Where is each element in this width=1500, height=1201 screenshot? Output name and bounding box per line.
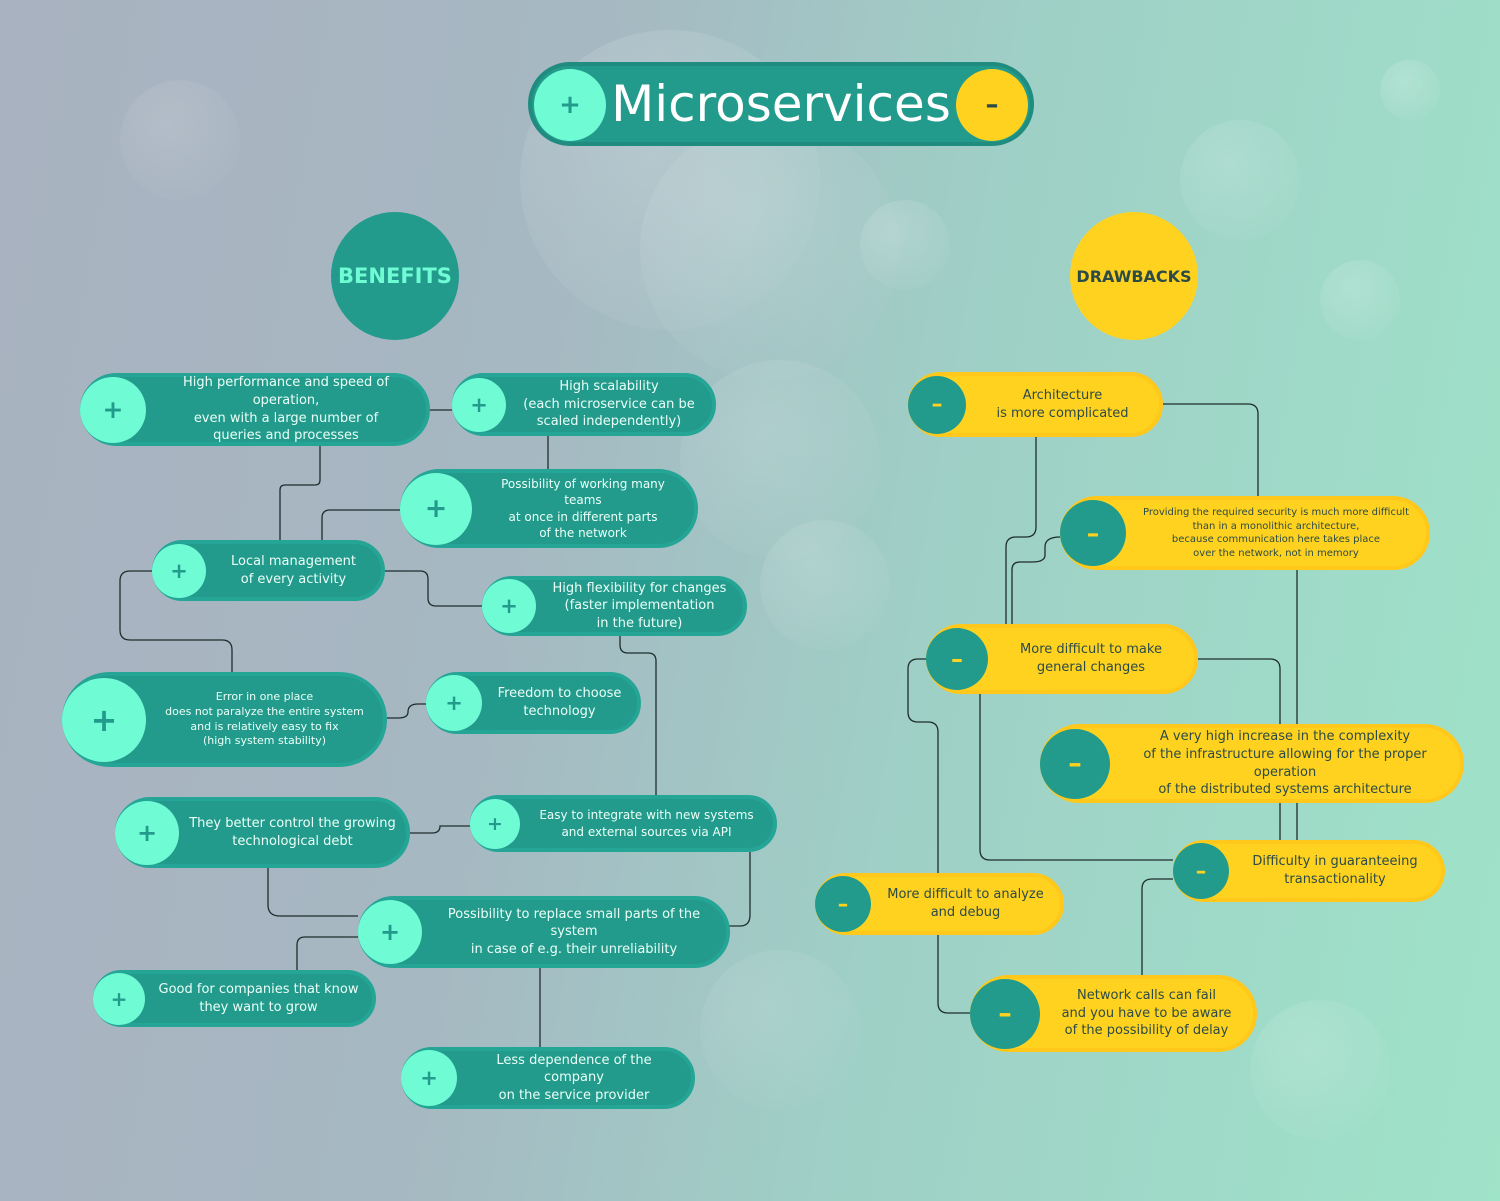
benefit-text: High scalability (each microservice can …	[523, 379, 695, 430]
benefit-text: Local management of every activity	[231, 553, 356, 587]
connector	[410, 825, 470, 834]
benefit-node: + High scalability (each microservice can…	[452, 373, 716, 436]
plus-icon: +	[534, 69, 606, 141]
connector	[1198, 658, 1281, 724]
plus-icon: +	[482, 579, 536, 633]
drawbacks-header-label: DRAWBACKS	[1076, 266, 1192, 286]
benefit-text: Possibility to replace small parts of th…	[447, 906, 701, 957]
drawback-text: Difficulty in guaranteeing transactional…	[1252, 854, 1418, 887]
minus-icon: –	[1040, 728, 1110, 799]
minus-icon: –	[1173, 843, 1229, 899]
connector	[1141, 878, 1173, 975]
drawback-node: –Providing the required security is much…	[1060, 496, 1430, 570]
drawback-node: –Architecture is more complicated	[908, 372, 1163, 437]
benefit-text: Less dependence of the company on the se…	[496, 1052, 652, 1103]
plus-icon: +	[80, 376, 146, 443]
plus-icon: +	[62, 677, 146, 762]
benefit-node: + Good for companies that know they want …	[93, 970, 376, 1027]
benefit-node: + High performance and speed of operation…	[80, 373, 430, 446]
minus-icon: –	[908, 375, 966, 434]
benefit-node: + Less dependence of the company on the s…	[401, 1047, 695, 1109]
plus-icon: +	[401, 1050, 457, 1106]
drawback-text: Providing the required security is much …	[1143, 507, 1409, 559]
connector	[321, 509, 400, 540]
minus-icon: –	[926, 628, 988, 690]
benefit-text: Good for companies that know they want t…	[158, 981, 359, 1015]
benefit-text: Error in one place does not paralyze the…	[165, 689, 364, 748]
plus-icon: +	[400, 472, 472, 545]
benefit-node: + Easy to integrate with new systems and …	[470, 795, 777, 852]
title-banner: + Microservices –	[528, 62, 1034, 146]
drawback-node: –More difficult to make general changes	[926, 624, 1198, 694]
connector	[619, 636, 657, 795]
benefit-node: + Possibility to replace small parts of t…	[358, 896, 730, 968]
benefits-header: BENEFITS	[331, 212, 459, 340]
minus-icon: –	[956, 69, 1028, 141]
connector	[267, 868, 358, 917]
connector	[385, 570, 482, 607]
drawback-node: –A very high increase in the complexity …	[1040, 724, 1464, 803]
connector	[1005, 437, 1037, 625]
drawback-node: –Network calls can fail and you have to …	[970, 975, 1257, 1052]
minus-icon: –	[1060, 500, 1126, 566]
benefit-node: + They better control the growing technol…	[115, 797, 410, 868]
minus-icon: –	[970, 978, 1040, 1049]
connector	[907, 658, 970, 1014]
plus-icon: +	[358, 900, 422, 964]
drawback-text: A very high increase in the complexity o…	[1143, 729, 1427, 798]
benefit-node: + High flexibility for changes (faster im…	[482, 576, 747, 636]
benefit-node: + Local management of every activity	[152, 540, 385, 601]
benefit-text: They better control the growing technolo…	[189, 815, 396, 849]
drawback-node: –Difficulty in guaranteeing transactiona…	[1173, 840, 1445, 902]
connector	[1163, 403, 1259, 496]
benefit-text: Easy to integrate with new systems and e…	[539, 808, 754, 839]
connector	[387, 703, 426, 719]
benefit-text: High performance and speed of operation,…	[183, 375, 389, 444]
plus-icon: +	[426, 675, 482, 731]
drawback-text: Network calls can fail and you have to b…	[1061, 988, 1232, 1039]
benefit-text: High flexibility for changes (faster imp…	[552, 580, 727, 631]
plus-icon: +	[93, 972, 145, 1025]
plus-icon: +	[152, 543, 206, 598]
benefit-node: + Error in one place does not paralyze th…	[62, 672, 387, 767]
connector	[1011, 536, 1061, 625]
drawback-text: More difficult to analyze and debug	[887, 887, 1044, 920]
connector	[979, 694, 1173, 861]
benefit-text: Possibility of working many teams at onc…	[501, 477, 665, 540]
connector	[279, 446, 321, 540]
minus-icon: –	[815, 876, 871, 932]
drawback-node: –More difficult to analyze and debug	[815, 873, 1064, 935]
plus-icon: +	[470, 798, 520, 849]
plus-icon: +	[452, 377, 506, 432]
page-title: Microservices	[611, 75, 951, 133]
drawback-text: More difficult to make general changes	[1020, 642, 1162, 675]
benefit-node: + Possibility of working many teams at on…	[400, 469, 698, 548]
benefits-header-label: BENEFITS	[338, 264, 452, 288]
connector	[119, 570, 233, 672]
drawbacks-header: DRAWBACKS	[1070, 212, 1198, 340]
drawback-text: Architecture is more complicated	[996, 387, 1129, 421]
connector	[296, 936, 358, 970]
benefit-text: Freedom to choose technology	[497, 686, 622, 719]
plus-icon: +	[115, 800, 179, 865]
connector	[728, 852, 751, 927]
benefit-node: + Freedom to choose technology	[426, 672, 641, 734]
